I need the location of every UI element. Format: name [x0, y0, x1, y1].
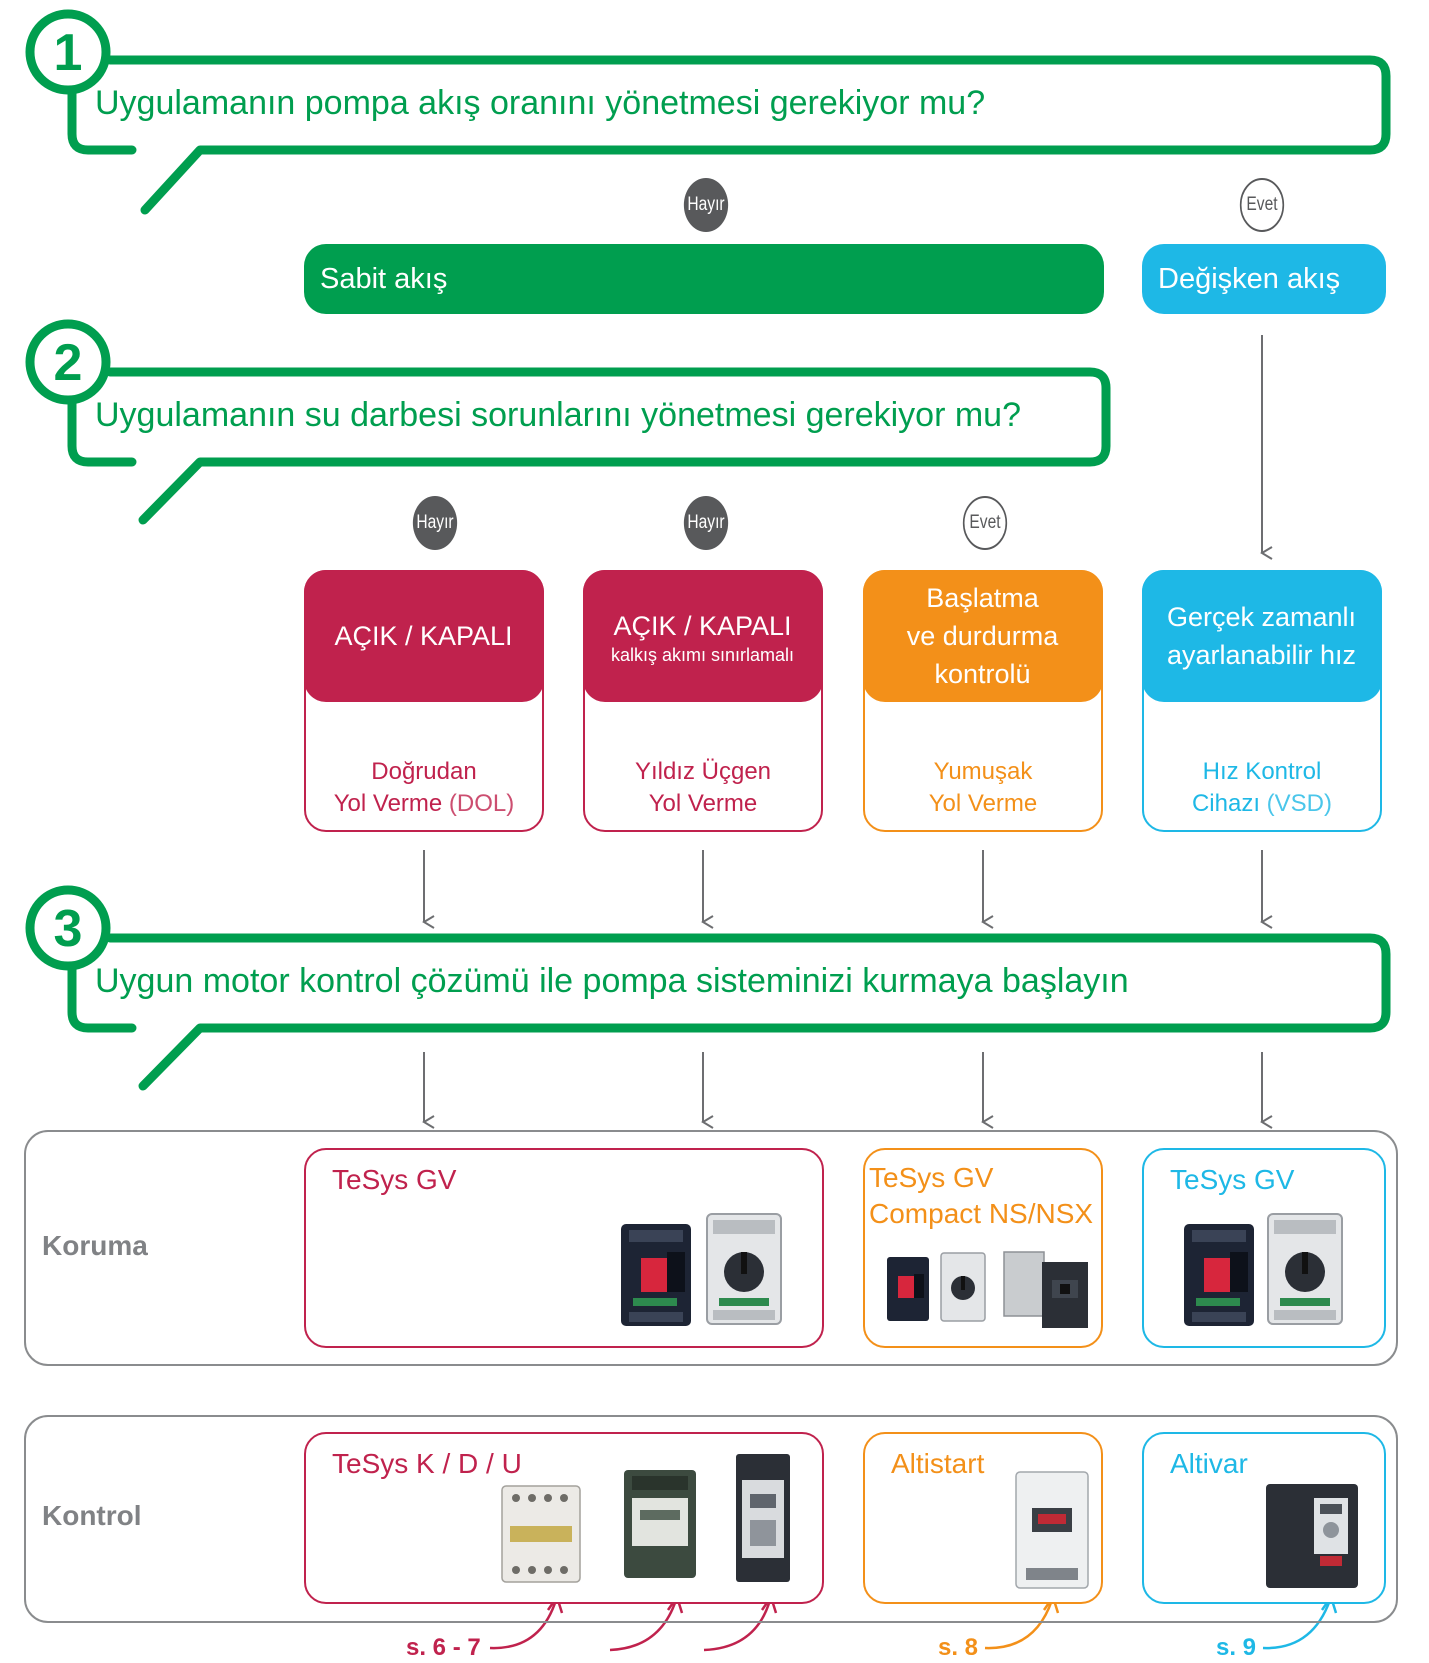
method-title: AÇIK / KAPALI [334, 620, 513, 651]
badge-step1-yes: Evet [1239, 178, 1285, 232]
speech-bubble-2 [67, 367, 1111, 525]
method-card-dol: AÇIK / KAPALI Doğrudan Yol Verme (DOL) [303, 569, 544, 832]
product-title: TeSys GV [869, 1162, 994, 1193]
badge-step1-no: Hayır [683, 178, 729, 232]
method-title: AÇIK / KAPALI [613, 610, 792, 641]
speech-bubble-1 [67, 55, 1391, 215]
method-name-line1: Hız Kontrol [1202, 758, 1322, 785]
method-card-head: Başlatma ve durdurma kontrolü [862, 569, 1103, 702]
protection-section [24, 1130, 1398, 1366]
page-ref-arrows [489, 1594, 1338, 1652]
product-title: TeSys K / D / U [332, 1448, 522, 1479]
altivar-image [1266, 1484, 1358, 1588]
contactor-d-image [624, 1470, 696, 1578]
starter-u-image [736, 1454, 790, 1582]
product-title: TeSys GV [1170, 1164, 1295, 1195]
motor-breaker-vsd-image [1184, 1224, 1254, 1326]
step-circle-3: 3 [25, 885, 111, 971]
method-note: (DOL) [448, 790, 515, 817]
method-name-line1: Yumuşak [933, 758, 1033, 785]
method-card-head: AÇIK / KAPALI [303, 569, 544, 702]
step-circle-1: 1 [25, 9, 111, 95]
compact-nsx-image [1003, 1251, 1088, 1328]
page-ref-8[interactable]: s. 8 [938, 1634, 979, 1661]
protection-label: Koruma [42, 1230, 148, 1261]
pill-fixed-flow: Sabit akış [304, 244, 1104, 314]
method-name-line1: Yıldız Üçgen [634, 758, 772, 785]
svg-text:3: 3 [54, 900, 83, 958]
motor-breaker-image [621, 1224, 691, 1326]
protection-box-tesys-gv-vsd: TeSys GV [1142, 1148, 1386, 1348]
step-circle-2: 2 [25, 319, 111, 405]
method-title-line3: kontrolü [934, 658, 1031, 689]
motor-breaker-rotary-image [706, 1213, 782, 1325]
badge-step2-yes: Evet [962, 496, 1008, 550]
speech-bubble-3 [67, 933, 1391, 1091]
method-card-star-delta: AÇIK / KAPALI kalkış akımı sınırlamalı Y… [582, 569, 823, 832]
method-title-line1: Başlatma [926, 582, 1039, 613]
step-2-question: Uygulamanın su darbesi sorunlarını yönet… [95, 396, 1022, 434]
control-label: Kontrol [42, 1500, 142, 1531]
product-title: TeSys GV [332, 1164, 457, 1195]
method-name: Yumuşak Yol Verme [865, 756, 1101, 820]
svg-text:1: 1 [54, 24, 83, 82]
step-1-question: Uygulamanın pompa akış oranını yönetmesi… [95, 84, 986, 122]
page-ref-9[interactable]: s. 9 [1216, 1634, 1257, 1661]
method-name: Yıldız Üçgen Yol Verme [585, 756, 821, 820]
method-title-line2: ve durdurma [906, 620, 1059, 651]
method-name-line1: Doğrudan [371, 758, 477, 785]
motor-breaker-small-image [887, 1257, 929, 1321]
badge-step2-no-b: Hayır [683, 496, 729, 550]
method-name-line2-text: Cihazı [1191, 790, 1260, 817]
method-card-soft-start: Başlatma ve durdurma kontrolü Yumuşak Yo… [862, 569, 1103, 832]
control-section [24, 1415, 1398, 1623]
contactor-k-image [501, 1485, 581, 1583]
method-name-line2: Cihazı (VSD) [1144, 788, 1380, 820]
method-name-line2: Yol Verme [648, 790, 758, 817]
method-card-head: AÇIK / KAPALI kalkış akımı sınırlamalı [582, 569, 823, 702]
motor-breaker-rotary-small-image [940, 1252, 986, 1322]
method-name-line2-text: Yol Verme [333, 790, 443, 817]
method-name: Hız Kontrol Cihazı (VSD) [1144, 756, 1380, 820]
badge-step2-no-a: Hayır [412, 496, 458, 550]
method-name: Doğrudan Yol Verme (DOL) [306, 756, 542, 820]
svg-text:2: 2 [54, 334, 83, 392]
product-title: Altistart [891, 1448, 985, 1479]
method-card-head: Gerçek zamanlı ayarlanabilir hız [1141, 569, 1382, 702]
product-title-2: Compact NS/NSX [869, 1198, 1094, 1229]
altistart-image [1015, 1471, 1089, 1589]
flow-arrows [422, 335, 1273, 1129]
method-name-line2: Yol Verme (DOL) [306, 788, 542, 820]
step-3-question: Uygun motor kontrol çözümü ile pompa sis… [95, 962, 1129, 1000]
product-title: Altivar [1170, 1448, 1248, 1479]
motor-breaker-rotary-vsd-image [1267, 1213, 1343, 1325]
method-subtitle: kalkış akımı sınırlamalı [610, 644, 795, 665]
method-title-line1: Gerçek zamanlı [1166, 601, 1357, 632]
page-ref-6-7[interactable]: s. 6 - 7 [406, 1634, 481, 1661]
method-card-vsd: Gerçek zamanlı ayarlanabilir hız Hız Kon… [1141, 569, 1382, 832]
method-note: (VSD) [1266, 790, 1333, 817]
method-title-line2: ayarlanabilir hız [1166, 639, 1357, 670]
method-name-line2: Yol Verme [928, 790, 1038, 817]
pill-variable-flow: Değişken akış [1142, 244, 1386, 314]
